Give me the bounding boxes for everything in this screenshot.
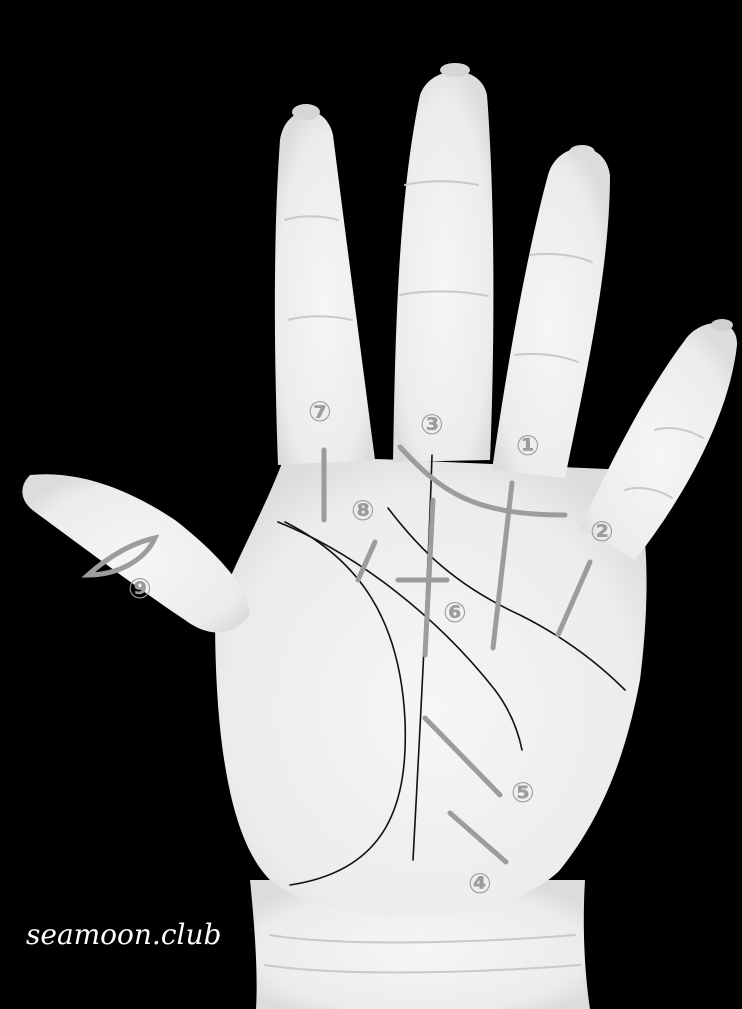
ring-finger	[492, 148, 610, 478]
marker-label-3: ③	[420, 408, 444, 441]
thumb	[22, 474, 250, 632]
marker-label-5: ⑤	[511, 776, 535, 809]
marker-label-8: ⑧	[351, 494, 375, 527]
watermark-text: seamoon.club	[26, 918, 221, 951]
middle-nail	[440, 63, 470, 77]
marker-label-4: ④	[468, 867, 492, 900]
marker-label-7: ⑦	[308, 395, 332, 428]
middle-finger	[393, 71, 493, 462]
marker-label-6: ⑥	[443, 596, 467, 629]
marker-label-2: ②	[590, 515, 614, 548]
little-nail	[711, 319, 733, 331]
marker-label-9: ⑨	[128, 572, 152, 605]
ring-nail	[569, 145, 595, 159]
index-nail	[292, 104, 320, 120]
marker-label-1: ①	[516, 429, 540, 462]
hand-silhouette	[22, 63, 737, 1009]
